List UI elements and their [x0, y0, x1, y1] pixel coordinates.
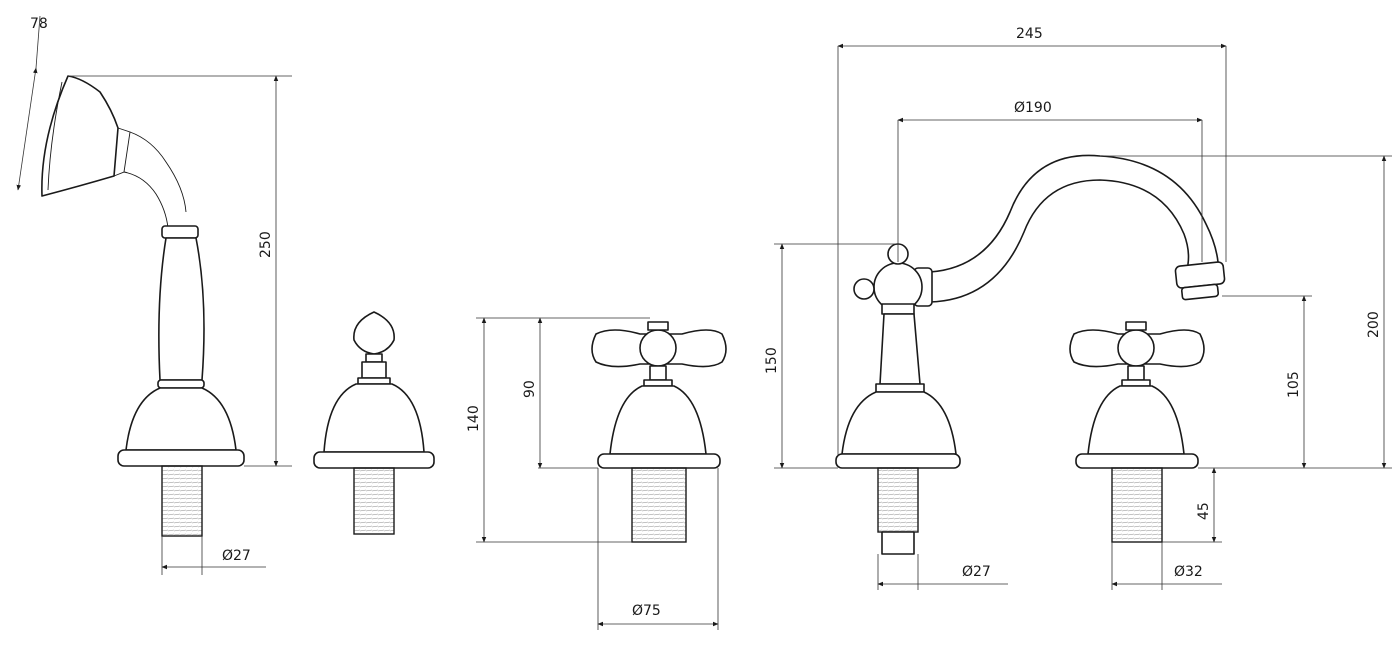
dim-handle-base-dia: Ø75	[632, 603, 661, 619]
hand-shower	[41, 75, 245, 537]
diverter-valve	[313, 311, 435, 535]
spout	[835, 154, 1226, 555]
tap-dimensions: 105 200 45 Ø32	[1100, 155, 1392, 590]
dim-handle-90: 90	[522, 380, 538, 398]
dim-tap-200: 200	[1366, 311, 1382, 338]
dim-shower-height: 250	[258, 231, 274, 258]
dim-shower-angle: 78	[30, 16, 48, 32]
dim-tap-105: 105	[1286, 371, 1302, 398]
dim-spout-height: 150	[764, 347, 780, 374]
cross-handle-tap-left	[591, 321, 727, 543]
dim-spout-width: 245	[1016, 26, 1043, 42]
handle-dimensions: 140 90 Ø75	[466, 317, 719, 630]
spout-dimensions: 245 Ø190 150 Ø27	[764, 26, 1227, 590]
spout-neck	[929, 154, 1219, 273]
dim-spout-reach: Ø190	[1014, 100, 1052, 116]
shower-handle	[158, 237, 205, 381]
shower-dimensions: 78 250 Ø27	[16, 15, 292, 575]
dim-handle-140: 140	[466, 405, 482, 432]
cross-handle-tap-right	[1069, 321, 1205, 543]
shower-base	[125, 387, 237, 451]
dim-tap-thread-dia: Ø32	[1174, 564, 1203, 580]
diverter-knob	[353, 311, 395, 355]
dim-tap-thread-len: 45	[1196, 502, 1212, 520]
shower-head	[41, 75, 119, 197]
spout-aerator	[1174, 261, 1226, 289]
dim-spout-thread-dia: Ø27	[962, 564, 991, 580]
dim-shower-thread-dia: Ø27	[222, 548, 251, 564]
